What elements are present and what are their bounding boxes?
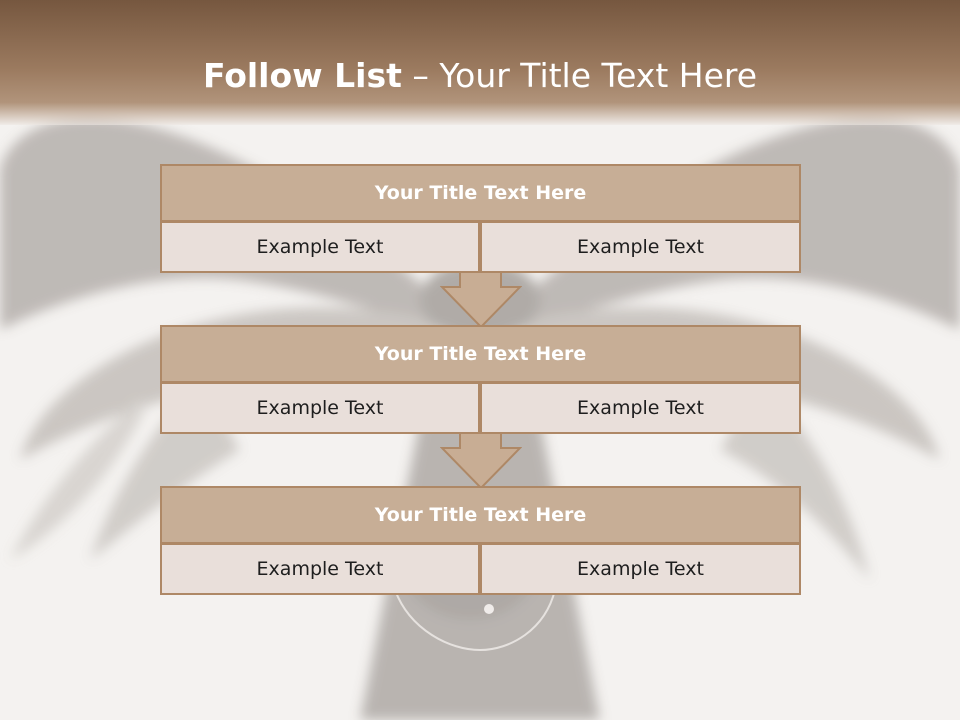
down-arrow-icon	[440, 431, 522, 490]
block-title: Your Title Text Here	[160, 325, 801, 383]
down-arrow-icon	[440, 270, 522, 329]
block-title: Your Title Text Here	[160, 486, 801, 544]
slide-title-bold: Follow List	[202, 56, 402, 95]
title-bar	[0, 0, 960, 125]
block-left-text: Example Text	[160, 543, 480, 595]
block-right-text: Example Text	[480, 221, 801, 273]
block-left-text: Example Text	[160, 221, 480, 273]
block-title: Your Title Text Here	[160, 164, 801, 222]
block-left-text: Example Text	[160, 382, 480, 434]
block-right-text: Example Text	[480, 543, 801, 595]
slide-title: Follow List – Your Title Text Here	[0, 56, 960, 96]
block-right-text: Example Text	[480, 382, 801, 434]
slide-title-rest: – Your Title Text Here	[401, 56, 758, 95]
